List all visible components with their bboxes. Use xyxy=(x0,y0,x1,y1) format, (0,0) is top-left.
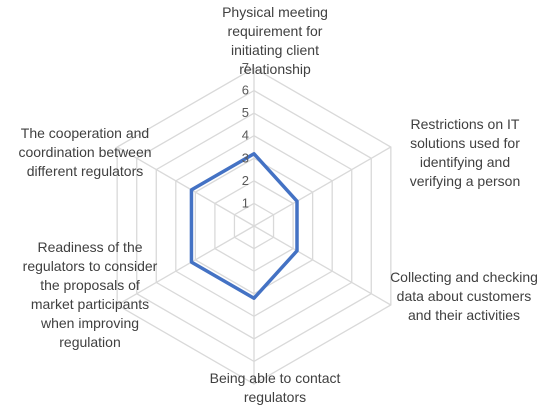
radar-tick-labels: 1 2 3 4 5 6 7 xyxy=(242,60,249,210)
tick-label-1: 1 xyxy=(242,195,249,210)
axis-label-contact-regulators: Being able to contact regulators xyxy=(209,370,341,405)
radar-series xyxy=(189,152,299,300)
grid-spoke-4 xyxy=(116,225,255,306)
axis-label-regulator-cooperation: The cooperation and coordination between… xyxy=(18,125,152,179)
tick-label-2: 2 xyxy=(242,173,249,188)
series-line-0 xyxy=(189,152,299,300)
tick-label-4: 4 xyxy=(242,128,249,143)
grid-spoke-2 xyxy=(253,225,392,306)
tick-label-7: 7 xyxy=(242,60,249,75)
grid-spoke-1 xyxy=(253,146,392,227)
axis-label-customer-data: Collecting and checking data about custo… xyxy=(390,269,538,323)
tick-label-5: 5 xyxy=(242,105,249,120)
tick-label-6: 6 xyxy=(242,83,249,98)
radar-grid xyxy=(116,67,392,385)
grid-spoke-5 xyxy=(116,146,255,227)
axis-label-regulator-readiness: Readiness of the regulators to consider … xyxy=(22,239,158,350)
axis-label-it-restrictions: Restrictions on IT solutions used for id… xyxy=(409,116,521,189)
tick-label-3: 3 xyxy=(242,150,249,165)
axis-label-physical-meeting: Physical meeting requirement for initiat… xyxy=(222,4,328,77)
